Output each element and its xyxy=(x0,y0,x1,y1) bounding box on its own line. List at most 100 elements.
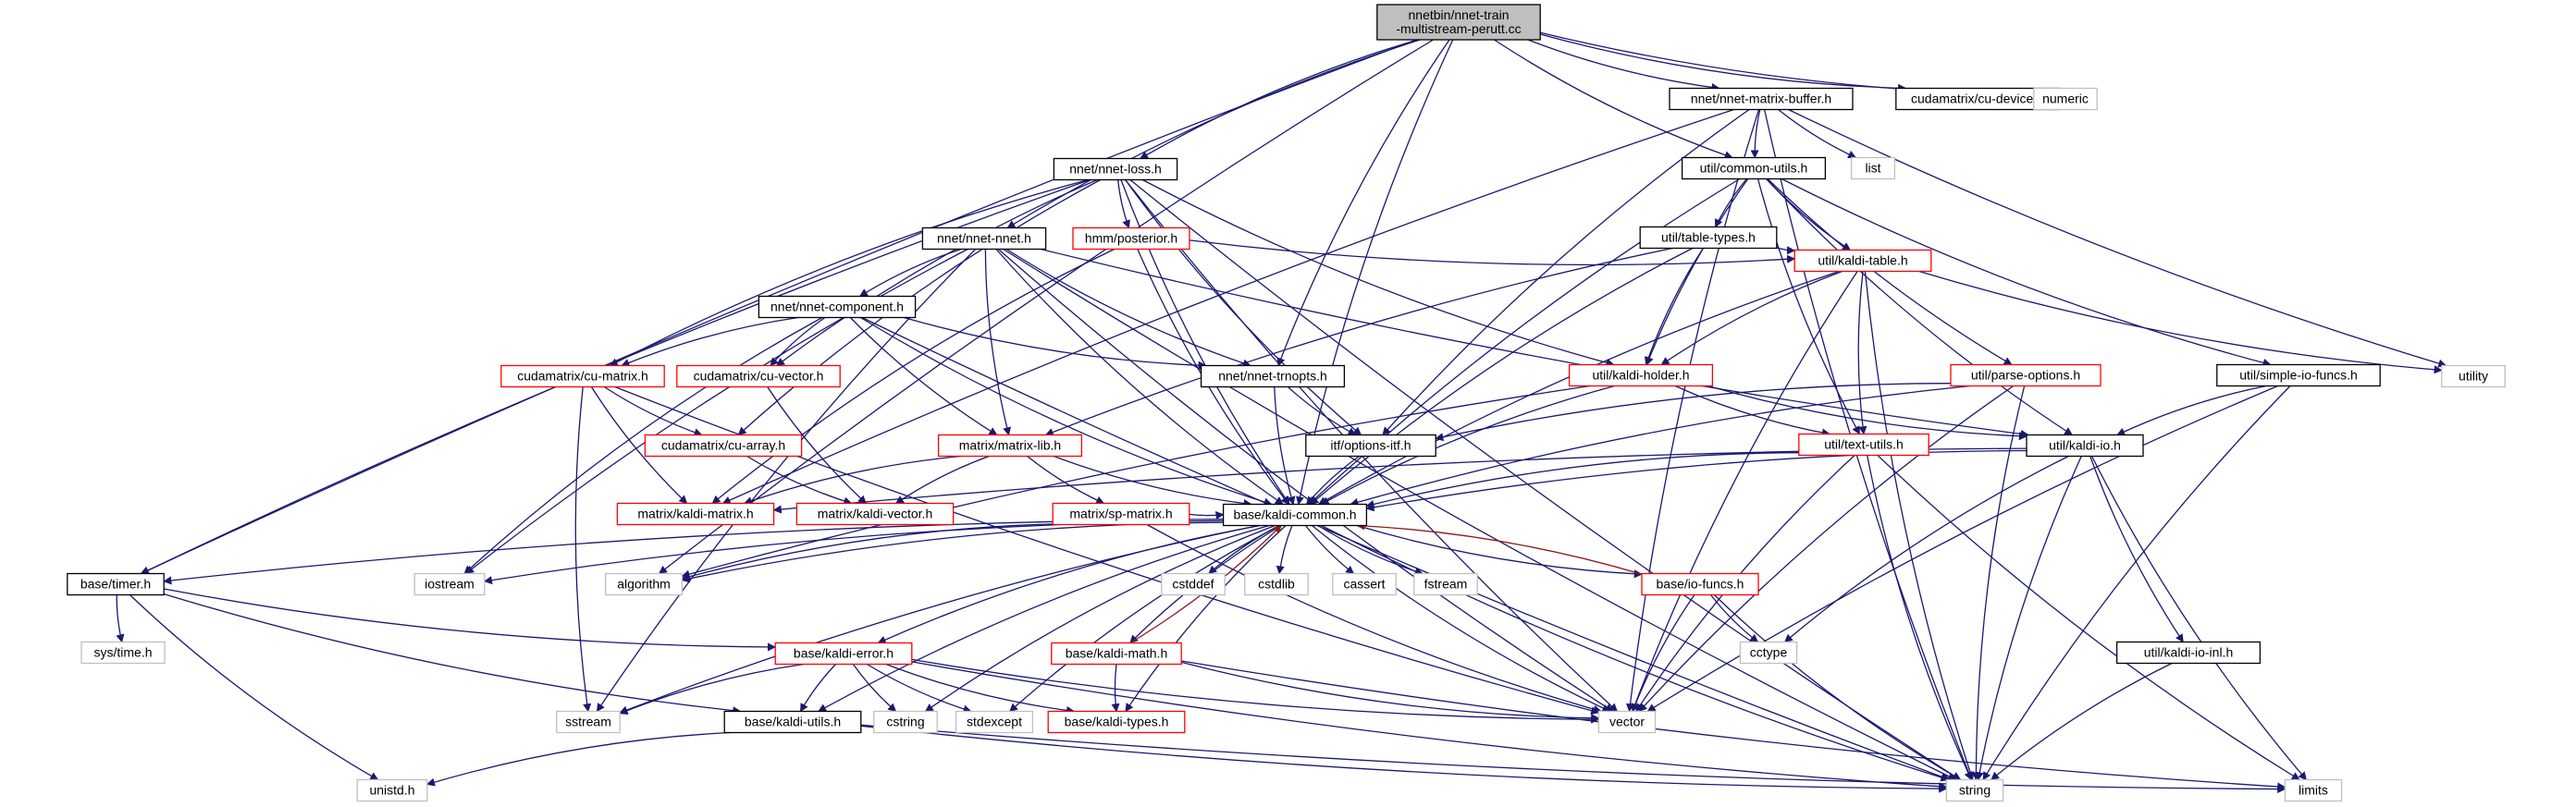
node-nnetmatrixbuffer[interactable]: nnet/nnet-matrix-buffer.h xyxy=(1669,87,1854,111)
edge-kaldierror-stdexcept xyxy=(866,663,972,714)
node-label: nnet/nnet-nnet.h xyxy=(937,231,1031,246)
node-nnetnnet[interactable]: nnet/nnet-nnet.h xyxy=(921,226,1047,251)
node-box xyxy=(1641,572,1759,596)
edge-kaldicommon-iostream xyxy=(483,520,1224,585)
edge-kaldierror-sstream xyxy=(619,663,805,715)
node-box xyxy=(616,502,775,526)
edge-kaldiutils-unistd xyxy=(425,731,731,787)
edge-root-cudevice xyxy=(1540,33,1907,92)
node-nnetloss[interactable]: nnet/nnet-loss.h xyxy=(1053,157,1178,181)
node-string: string xyxy=(1945,778,2004,802)
node-tabletypes[interactable]: util/table-types.h xyxy=(1639,226,1778,250)
node-optionsitf[interactable]: itf/options-itf.h xyxy=(1305,434,1436,458)
node-parseoptions[interactable]: util/parse-options.h xyxy=(1950,363,2101,387)
node-kaldivector[interactable]: matrix/kaldi-vector.h xyxy=(795,502,955,526)
edge-nnetnnet-matrixlib xyxy=(984,249,1012,436)
node-simpleiofuncs[interactable]: util/simple-io-funcs.h xyxy=(2216,363,2381,387)
node-label: cudamatrix/cu-matrix.h xyxy=(517,369,648,384)
node-cstdlib: cstdlib xyxy=(1244,572,1309,596)
node-label: util/parse-options.h xyxy=(1971,368,2080,383)
edge-kaldicommon-cstring xyxy=(924,524,1276,713)
node-box xyxy=(758,295,917,319)
node-iofuncs[interactable]: base/io-funcs.h xyxy=(1641,572,1759,596)
node-box xyxy=(2033,87,2098,111)
node-cumatrix[interactable]: cudamatrix/cu-matrix.h xyxy=(500,364,665,388)
node-kaldiioinl[interactable]: util/kaldi-io-inl.h xyxy=(2115,641,2262,665)
edge-kaldiutils-limits xyxy=(860,724,2286,794)
node-box xyxy=(1639,226,1778,250)
node-box xyxy=(1597,710,1657,734)
node-label: sstream xyxy=(565,715,611,729)
node-unistd: unistd.h xyxy=(356,778,428,802)
edge-timer-systime xyxy=(116,594,125,643)
node-kaldimatrix[interactable]: matrix/kaldi-matrix.h xyxy=(616,502,775,526)
node-label: base/io-funcs.h xyxy=(1657,577,1744,592)
node-matrixlib[interactable]: matrix/matrix-lib.h xyxy=(937,434,1083,458)
node-commonutils[interactable]: util/common-utils.h xyxy=(1681,156,1827,180)
edge-kaldiholder-kaldicommon xyxy=(1320,385,1615,506)
node-kaldimath[interactable]: base/kaldi-math.h xyxy=(1051,642,1182,666)
node-nnettrnopts[interactable]: nnet/nnet-trnopts.h xyxy=(1200,364,1346,388)
node-box xyxy=(1305,434,1436,458)
node-label: numeric xyxy=(2042,92,2089,106)
edge-cumatrix-kaldimatrix xyxy=(590,386,688,505)
node-kaldiio[interactable]: util/kaldi-io.h xyxy=(2026,434,2144,458)
node-box xyxy=(1850,156,1896,180)
edge-kalditable-vector xyxy=(1631,271,1858,713)
edge-root-commonutils xyxy=(1494,39,1733,160)
node-box xyxy=(1568,363,1714,387)
node-kaldiholder[interactable]: util/kaldi-holder.h xyxy=(1568,363,1714,387)
node-nnetcomponent[interactable]: nnet/nnet-component.h xyxy=(758,295,917,319)
node-timer[interactable]: base/timer.h xyxy=(67,572,165,596)
node-label: list xyxy=(1865,161,1880,176)
node-box xyxy=(1945,778,2004,802)
edge-kaldicommon-cassert xyxy=(1304,525,1355,575)
edge-simpleiofuncs-kaldiio xyxy=(2116,385,2267,436)
node-box xyxy=(774,642,913,666)
edge-tabletypes-matrixlib xyxy=(1044,247,1673,436)
edge-spmatrix-vector xyxy=(1146,523,1602,714)
node-label: nnet/nnet-loss.h xyxy=(1069,162,1162,177)
node-cuvector[interactable]: cudamatrix/cu-vector.h xyxy=(676,364,841,388)
node-spmatrix[interactable]: matrix/sp-matrix.h xyxy=(1052,502,1190,526)
node-label: util/common-utils.h xyxy=(1700,161,1808,176)
node-label: sys/time.h xyxy=(93,645,152,660)
node-layer: nnetbin/nnet-train-multistream-perutt.cc… xyxy=(67,4,2506,802)
node-kalditypes[interactable]: base/kaldi-types.h xyxy=(1047,710,1186,734)
node-kalditable[interactable]: util/kaldi-table.h xyxy=(1793,249,1932,273)
node-cstddef: cstddef xyxy=(1161,572,1226,596)
node-cudevice[interactable]: cudamatrix/cu-device.h xyxy=(1895,87,2060,111)
node-utility: utility xyxy=(2441,364,2506,388)
node-label: util/table-types.h xyxy=(1661,230,1756,245)
edge-kaldicommon-iofuncs xyxy=(1357,524,1643,579)
node-texttutils[interactable]: util/text-utils.h xyxy=(1798,433,1929,457)
node-label: base/kaldi-types.h xyxy=(1065,715,1169,729)
edge-simpleiofuncs-string xyxy=(1982,385,2291,781)
node-cuarray[interactable]: cudamatrix/cu-array.h xyxy=(644,434,803,458)
edge-nnetloss-kaldiholder xyxy=(1141,178,1615,367)
edge-kaldiio-string xyxy=(1975,456,2082,781)
node-label: matrix/kaldi-matrix.h xyxy=(637,507,753,521)
node-label: util/kaldi-io-inl.h xyxy=(2144,645,2233,660)
node-label: base/kaldi-error.h xyxy=(794,646,894,661)
edge-root-nnetmatrixbuffer xyxy=(1527,39,1720,92)
node-kaldiutils[interactable]: base/kaldi-utils.h xyxy=(723,710,862,734)
node-algorithm: algorithm xyxy=(604,572,684,596)
edge-matrixlib-kaldimatrix xyxy=(743,455,962,506)
node-box xyxy=(1739,641,1798,665)
node-root[interactable]: nnetbin/nnet-train-multistream-perutt.cc xyxy=(1376,4,1541,41)
edge-texttutils-kaldicommon xyxy=(1365,452,1799,508)
node-box xyxy=(1332,572,1397,596)
edge-nnetnnet-vector xyxy=(997,249,1614,713)
edge-timer-unistd xyxy=(129,594,379,781)
node-kaldicommon[interactable]: base/kaldi-common.h xyxy=(1222,503,1368,527)
edge-nnetcomponent-iostream xyxy=(463,316,823,575)
node-kaldierror[interactable]: base/kaldi-error.h xyxy=(774,642,913,666)
node-posterior[interactable]: hmm/posterior.h xyxy=(1072,226,1190,251)
node-label: util/kaldi-holder.h xyxy=(1592,368,1689,383)
edge-kaldierror-vector xyxy=(911,658,1600,724)
edge-nnetcomponent-matrixlib xyxy=(849,317,998,436)
edge-kalditable-kaldiholder xyxy=(1660,270,1843,366)
edge-cumatrix-sstream xyxy=(574,386,592,713)
edge-kalditable-utility xyxy=(1918,270,2443,374)
